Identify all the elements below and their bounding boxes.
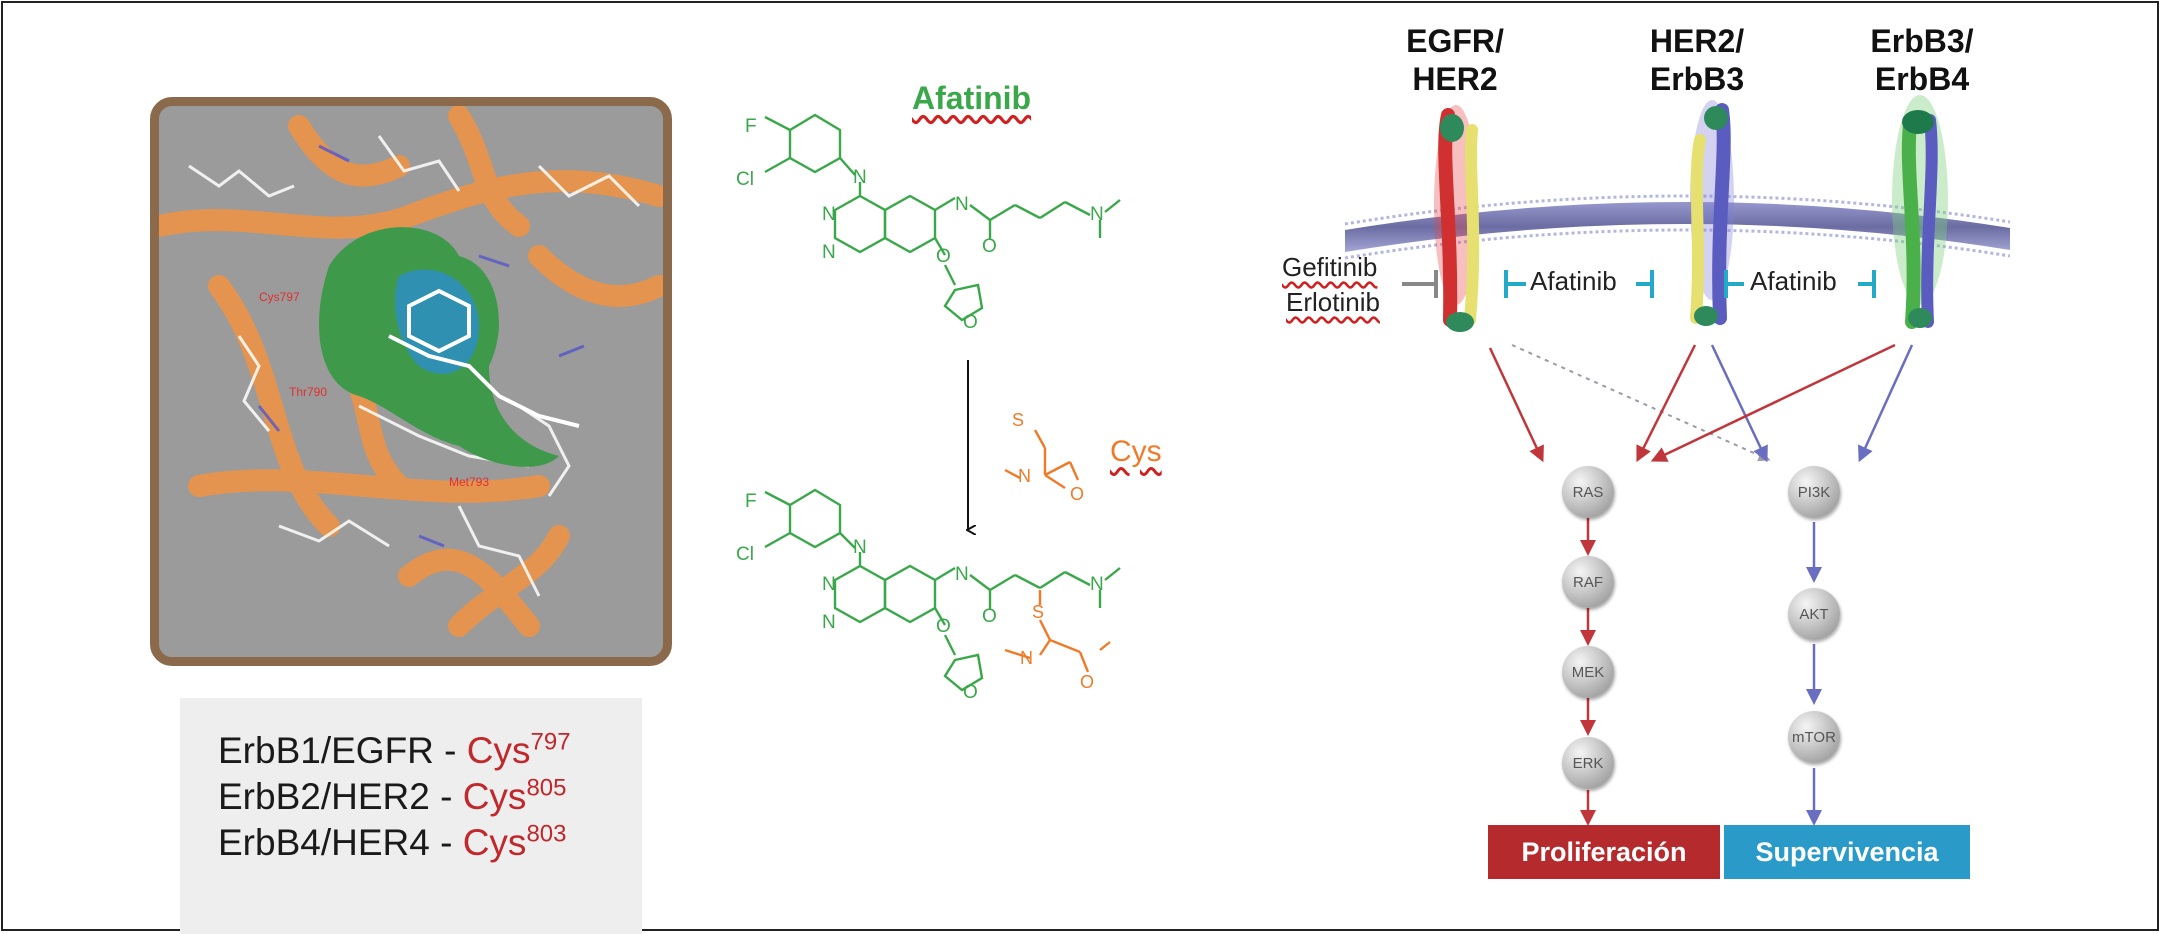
node-erk: ERK	[1562, 737, 1614, 789]
receptor-erbb3-erbb4	[1892, 95, 1948, 328]
outcome-proliferation: Proliferación	[1488, 825, 1720, 879]
inhibitor-afatinib-2: Afatinib	[1750, 266, 1837, 297]
arrow-egfr-to-pi3k-dotted	[1512, 345, 1765, 458]
inhibitor-erlotinib: Erlotinib	[1286, 287, 1380, 318]
arrow-egfr-to-ras	[1490, 348, 1540, 455]
node-raf: RAF	[1562, 556, 1614, 608]
arrow-her2-to-ras	[1640, 345, 1695, 455]
node-mtor: mTOR	[1788, 711, 1840, 763]
gefitinib-erlotinib-inhibitor-bar	[1402, 270, 1436, 298]
arrow-erbb4-to-pi3k	[1862, 345, 1912, 455]
outcome-survival: Supervivencia	[1724, 825, 1970, 879]
node-mek: MEK	[1562, 646, 1614, 698]
node-pi3k: PI3K	[1788, 466, 1840, 518]
arrow-erbb4-to-ras	[1658, 345, 1895, 458]
inhibitor-gefitinib: Gefitinib	[1282, 252, 1377, 283]
inhibitor-afatinib-1: Afatinib	[1530, 266, 1617, 297]
node-akt: AKT	[1788, 588, 1840, 640]
receptor-egfr-her2	[1434, 105, 1478, 332]
node-ras: RAS	[1562, 466, 1614, 518]
